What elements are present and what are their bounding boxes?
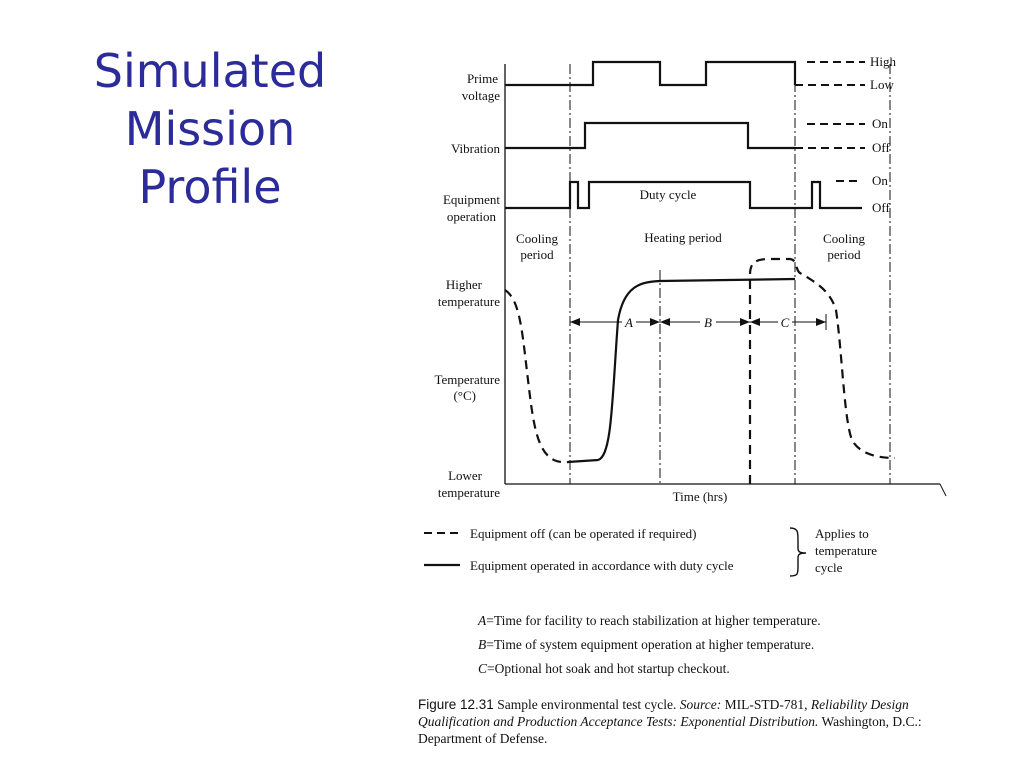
high-label: High bbox=[870, 54, 897, 69]
cooling-right-label-1: Cooling bbox=[823, 231, 865, 246]
vibration-trace bbox=[505, 121, 795, 150]
temperature-cooling-left bbox=[504, 289, 569, 464]
legend-solid-text: Equipment operated in accordance with du… bbox=[470, 558, 734, 573]
temperature-dashed-right bbox=[748, 257, 896, 484]
temp-axis-label-2: (°C) bbox=[453, 388, 476, 403]
temperature-heating bbox=[567, 277, 796, 464]
equipment-label-1: Equipment bbox=[443, 192, 500, 207]
cooling-left-label-2: period bbox=[520, 247, 554, 262]
prime-label-2: voltage bbox=[462, 88, 500, 103]
prime-voltage-trace bbox=[505, 60, 797, 87]
brace bbox=[789, 527, 807, 577]
equipment-on-label: On bbox=[872, 173, 888, 188]
duty-cycle-label: Duty cycle bbox=[640, 187, 697, 202]
vibration-on-label: On bbox=[872, 116, 888, 131]
interval-b-label: B bbox=[704, 315, 712, 330]
low-label: Low bbox=[870, 77, 894, 92]
cooling-left-label-1: Cooling bbox=[516, 231, 558, 246]
source-title: Reliability Design Qualification and Pro… bbox=[418, 697, 909, 729]
arrow-heads bbox=[570, 318, 826, 326]
prime-label-1: Prime bbox=[467, 71, 498, 86]
interval-definitions: A=Time for facility to reach stabilizati… bbox=[478, 612, 821, 684]
x-axis-label: Time (hrs) bbox=[673, 489, 728, 504]
lower-temp-label-1: Lower bbox=[448, 468, 483, 483]
equipment-label-2: operation bbox=[447, 209, 497, 224]
title-line-3: Profile bbox=[138, 160, 282, 214]
heating-period-label: Heating period bbox=[644, 230, 722, 245]
applies-line-2: temperature bbox=[815, 543, 877, 558]
figure-number: Figure 12.31 bbox=[418, 697, 494, 712]
applies-line-1: Applies to bbox=[815, 526, 869, 541]
vibration-label: Vibration bbox=[451, 141, 501, 156]
title-line-2: Mission bbox=[124, 102, 296, 156]
equipment-operation-trace bbox=[505, 180, 862, 210]
definition-b: B=Time of system equipment operation at … bbox=[478, 637, 815, 652]
figure-caption: Figure 12.31 Sample environmental test c… bbox=[418, 697, 922, 746]
interval-c-label: C bbox=[781, 315, 790, 330]
interval-a-label: A bbox=[624, 315, 633, 330]
vibration-off-label: Off bbox=[872, 140, 890, 155]
legend-dashed-text: Equipment off (can be operated if requir… bbox=[470, 526, 696, 541]
higher-temp-label-1: Higher bbox=[446, 277, 483, 292]
applies-line-3: cycle bbox=[815, 560, 843, 575]
temp-axis-label-1: Temperature bbox=[435, 372, 501, 387]
definition-c: C=Optional hot soak and hot startup chec… bbox=[478, 661, 730, 676]
lower-temp-label-2: temperature bbox=[438, 485, 500, 500]
reference-lines bbox=[569, 64, 891, 484]
higher-temp-label-2: temperature bbox=[438, 294, 500, 309]
definition-a: A=Time for facility to reach stabilizati… bbox=[478, 613, 821, 628]
cooling-right-label-2: period bbox=[827, 247, 861, 262]
slide-title: Simulated Mission Profile bbox=[60, 42, 360, 216]
equipment-off-label: Off bbox=[872, 200, 890, 215]
title-line-1: Simulated bbox=[93, 44, 327, 98]
